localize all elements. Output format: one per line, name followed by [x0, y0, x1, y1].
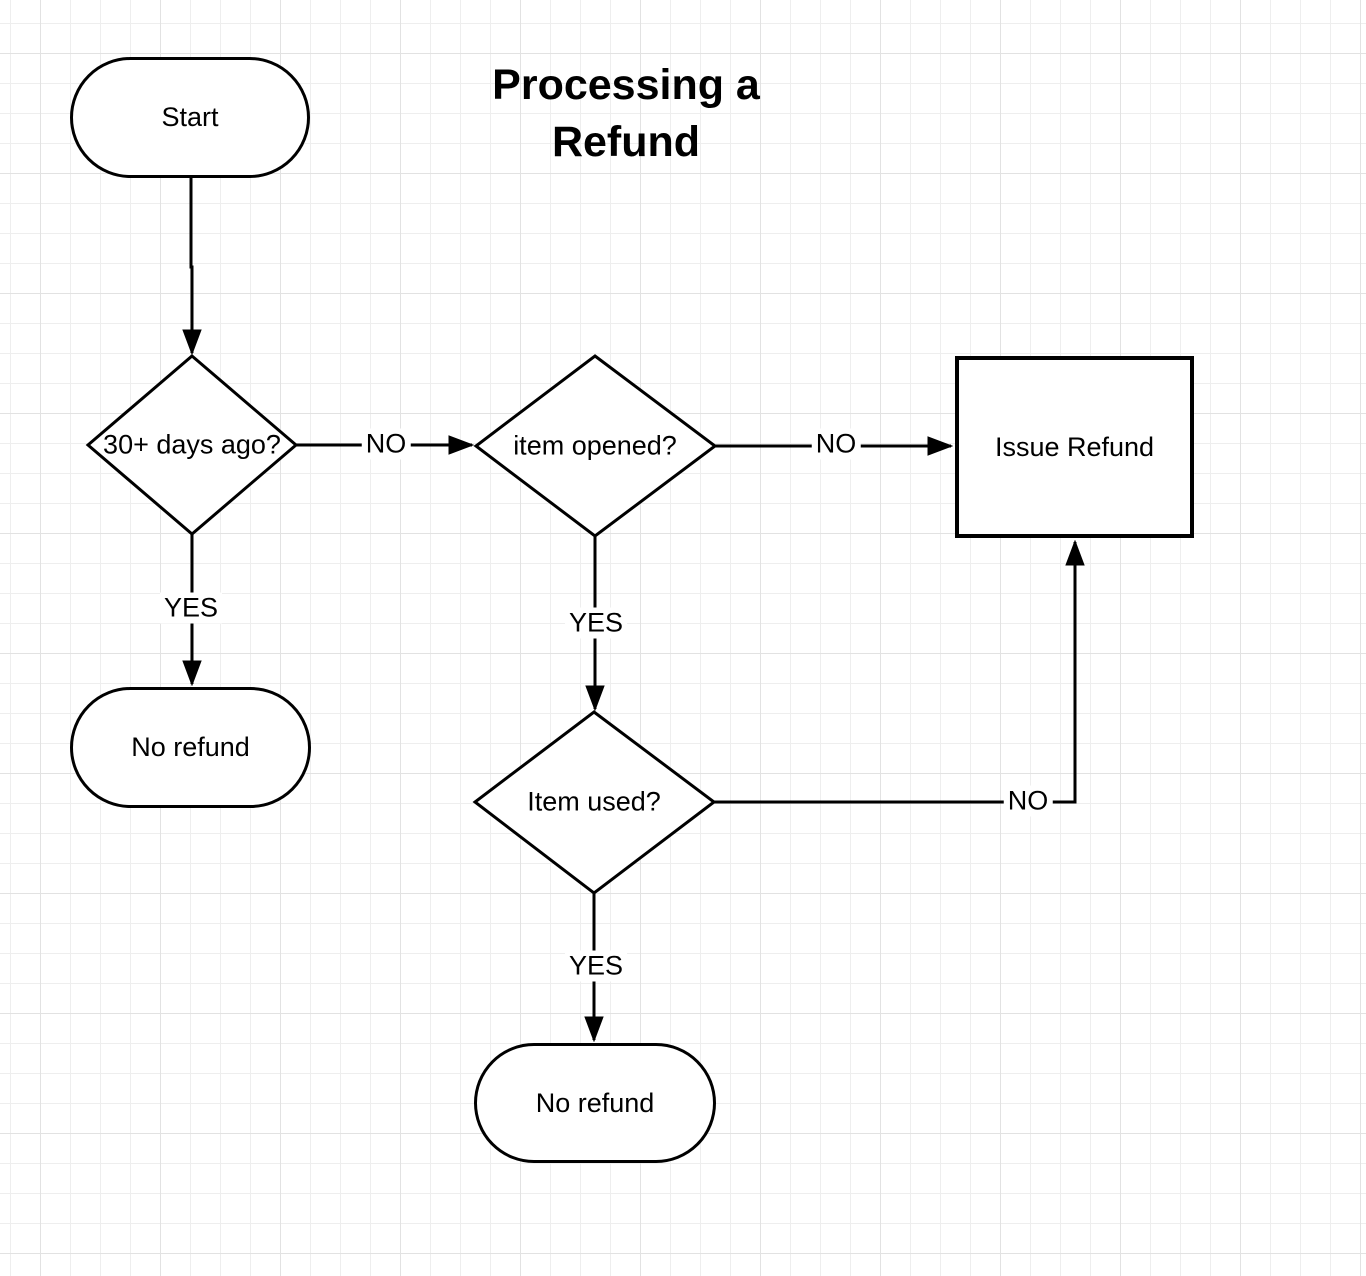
node-no-refund-bottom-label: No refund [535, 1087, 655, 1118]
node-check-item-used-label: Item used? [527, 786, 661, 817]
node-issue-refund-label: Issue Refund [994, 431, 1155, 462]
node-start-label: Start [161, 102, 219, 133]
node-check-30-days-label: 30+ days ago? [103, 429, 281, 460]
node-no-refund-bottom[interactable]: No refund [474, 1043, 716, 1163]
node-no-refund-left[interactable]: No refund [70, 687, 311, 808]
diagram-title-line2: Refund [551, 118, 701, 166]
edge-label-check30days-no: NO [361, 428, 411, 460]
node-issue-refund[interactable]: Issue Refund [955, 356, 1194, 538]
edge-label-itemused-yes: YES [564, 950, 628, 982]
diagram-title-line1: Processing a [492, 61, 760, 109]
edge-start-to-check30days [191, 177, 192, 353]
edge-label-itemopened-no: NO [811, 428, 861, 460]
edge-itemused-no-to-issuerefund [714, 542, 1075, 804]
node-no-refund-left-label: No refund [131, 732, 250, 763]
edge-label-itemused-no: NO [1003, 785, 1053, 817]
node-check-item-opened-shape[interactable] [473, 354, 718, 538]
edge-label-check30days-yes: YES [159, 592, 223, 624]
edge-label-itemopened-yes: YES [564, 607, 628, 639]
node-start[interactable]: Start [70, 57, 310, 178]
node-check-30-days-shape[interactable] [85, 354, 299, 536]
diagram-title: Processing a Refund [492, 57, 760, 171]
node-check-item-opened-label: item opened? [513, 430, 677, 461]
node-check-item-used-shape[interactable] [472, 710, 717, 895]
